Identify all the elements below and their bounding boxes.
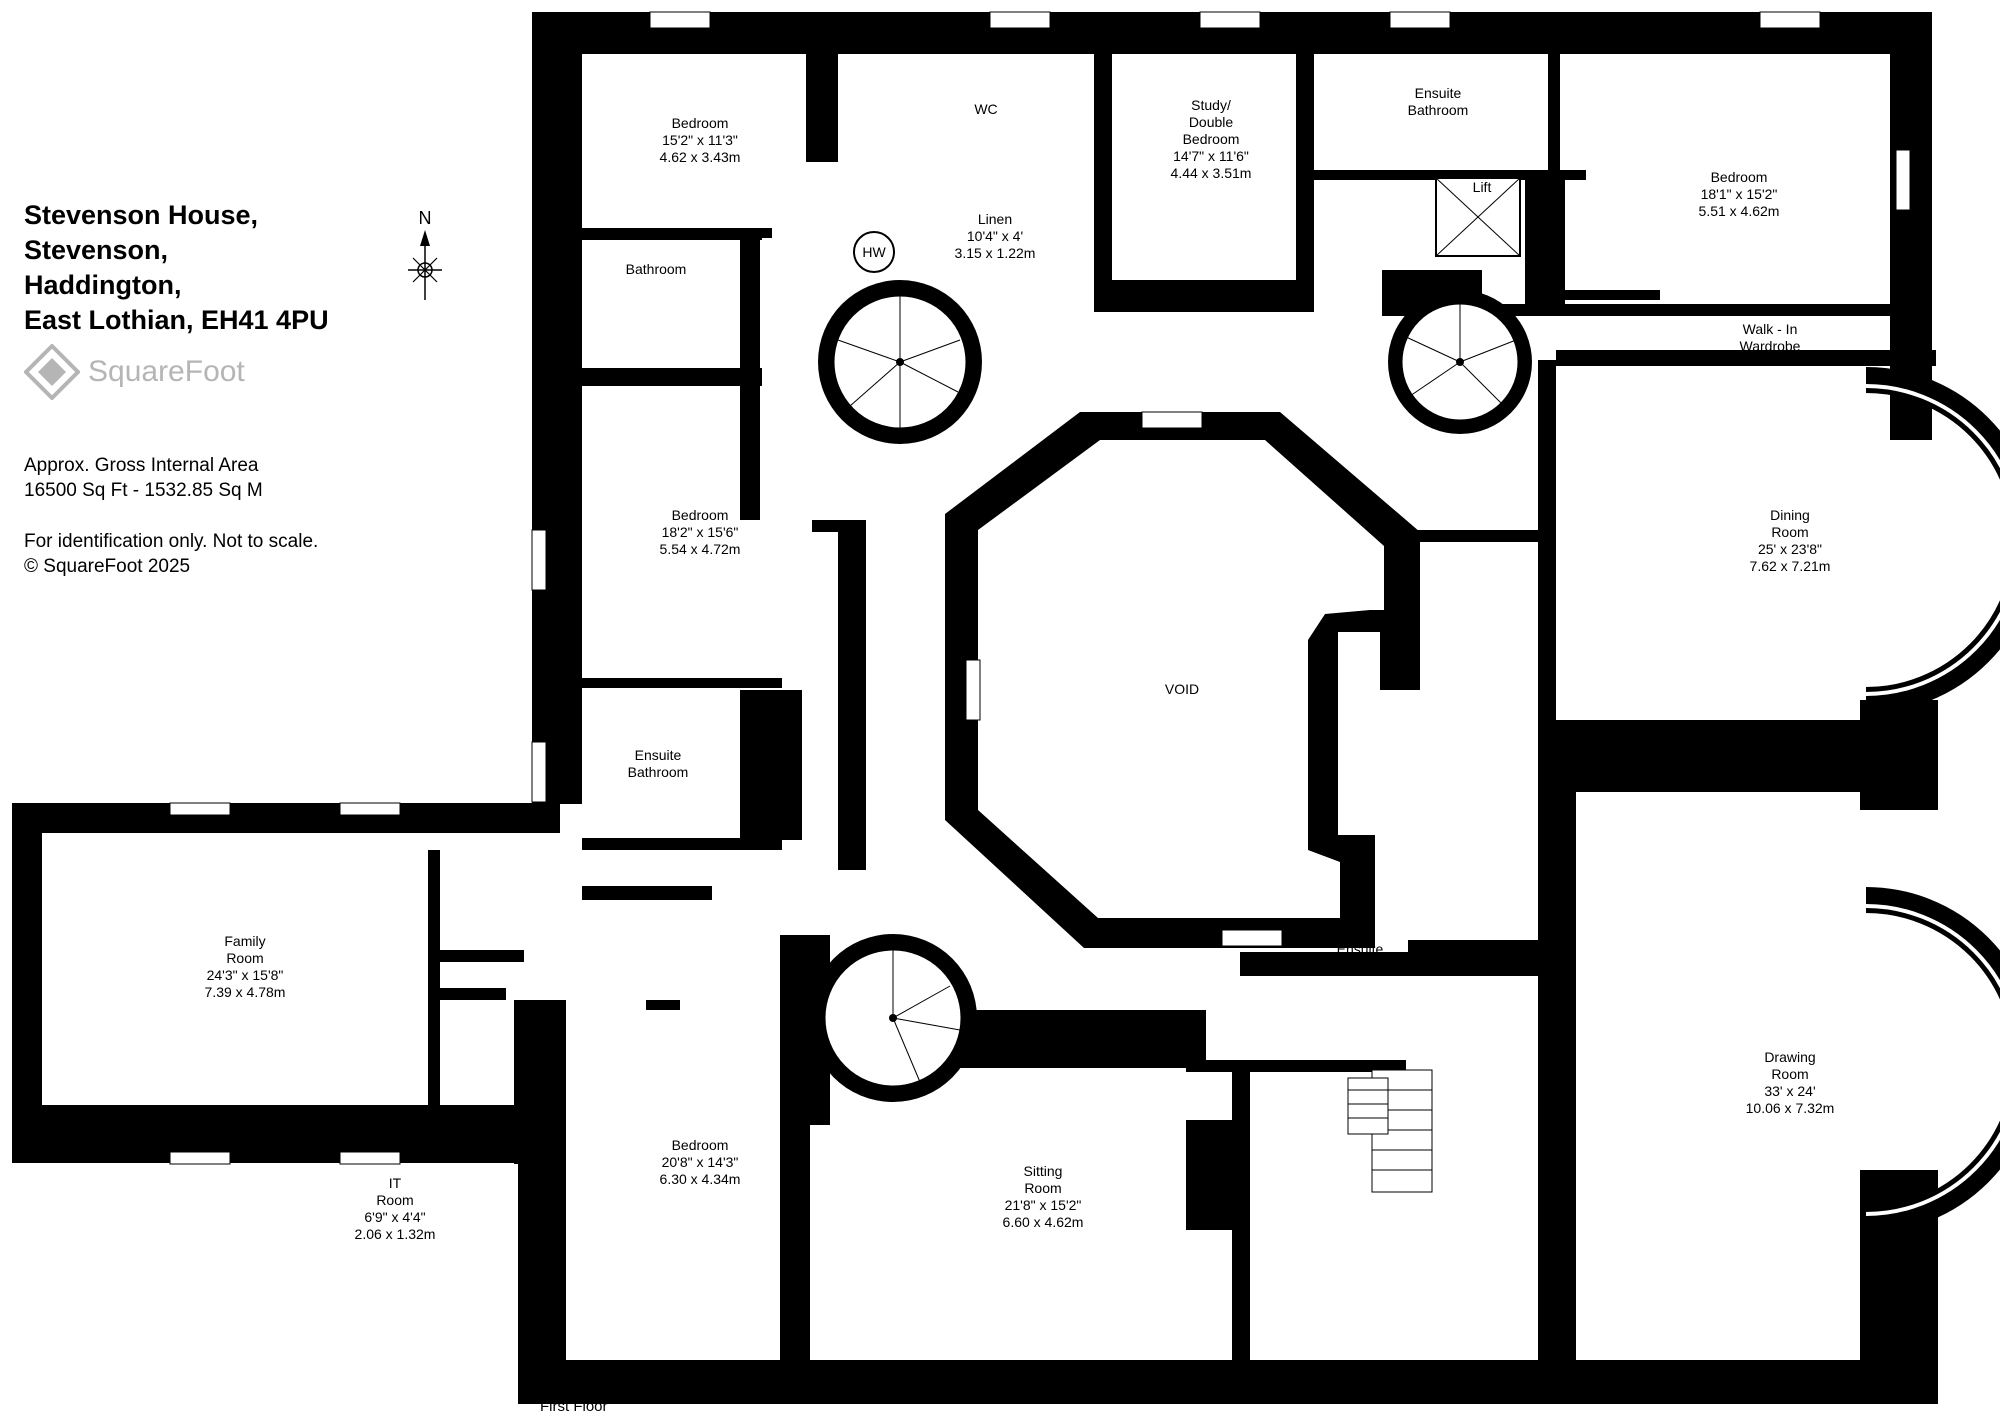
stair-core-northwest: [818, 280, 982, 444]
stair-core-northeast: [1388, 290, 1532, 434]
dining-bay-window: [1865, 367, 2000, 713]
logo-text: SquareFoot: [88, 355, 245, 388]
room-label: VOID: [1165, 681, 1199, 697]
property-address: Stevenson House, Stevenson, Haddington, …: [24, 200, 329, 335]
hw-label: HW: [862, 244, 886, 260]
squarefoot-logo: SquareFoot: [24, 344, 245, 400]
room-label: WC: [974, 101, 997, 117]
drawing-bay-window: [1865, 887, 2000, 1233]
disclaimer: For identification only. Not to scale.: [24, 531, 319, 552]
north-label: N: [419, 208, 432, 228]
stair-core-south: [809, 934, 977, 1102]
floor-label: First Floor: [540, 1398, 608, 1415]
main-staircase: [1347, 1069, 1433, 1193]
squarefoot-logo-icon: [24, 344, 80, 400]
copyright: © SquareFoot 2025: [24, 556, 191, 577]
room-label: Lift: [1473, 179, 1492, 195]
lift-icon: [1435, 177, 1521, 257]
hot-water-cylinder-icon: [853, 231, 895, 273]
room-label: Bathroom: [626, 261, 687, 277]
area-title: Approx. Gross Internal Area: [24, 455, 259, 476]
north-arrow-icon: N: [408, 208, 442, 300]
area-value: 16500 Sq Ft - 1532.85 Sq M: [24, 480, 263, 501]
windows: [169, 11, 1911, 1165]
